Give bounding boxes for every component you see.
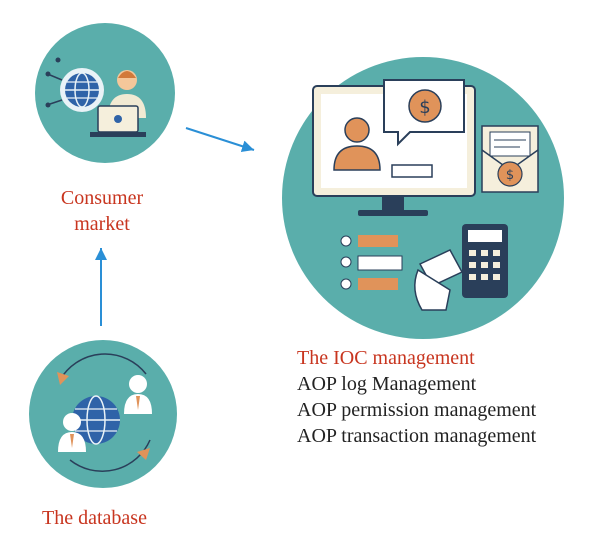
- ioc-label-block: The IOC management AOP log Management AO…: [297, 345, 536, 449]
- globe-icon: [45, 57, 104, 112]
- chat-dollar-icon: $: [383, 79, 465, 147]
- ioc-item-transaction: AOP transaction management: [297, 425, 537, 447]
- ioc-item-log: AOP log Management: [297, 373, 477, 395]
- svg-text:$: $: [419, 97, 430, 118]
- consumer-market-label: Consumer market: [52, 185, 152, 237]
- envelope-icon: $: [481, 125, 539, 193]
- checklist-icon: [340, 235, 403, 290]
- ioc-node: $ $: [282, 57, 564, 339]
- arrow-consumer-to-ioc: [185, 127, 255, 153]
- user-right-icon: [124, 375, 152, 414]
- ioc-title: The IOC management: [297, 347, 475, 369]
- consumer-market-line2: market: [74, 213, 130, 235]
- user-left-icon: [58, 413, 86, 452]
- consumer-market-node: [35, 23, 175, 163]
- card-terminal-icon: [414, 224, 508, 311]
- globe-network-icon: [57, 353, 151, 473]
- person-icon: [333, 117, 381, 171]
- laptop-icon: [90, 105, 146, 137]
- database-node: [29, 340, 177, 488]
- consumer-market-line1: Consumer: [60, 187, 144, 209]
- svg-text:$: $: [506, 168, 514, 183]
- database-label: The database: [42, 507, 147, 529]
- ioc-item-permission: AOP permission management: [297, 399, 537, 421]
